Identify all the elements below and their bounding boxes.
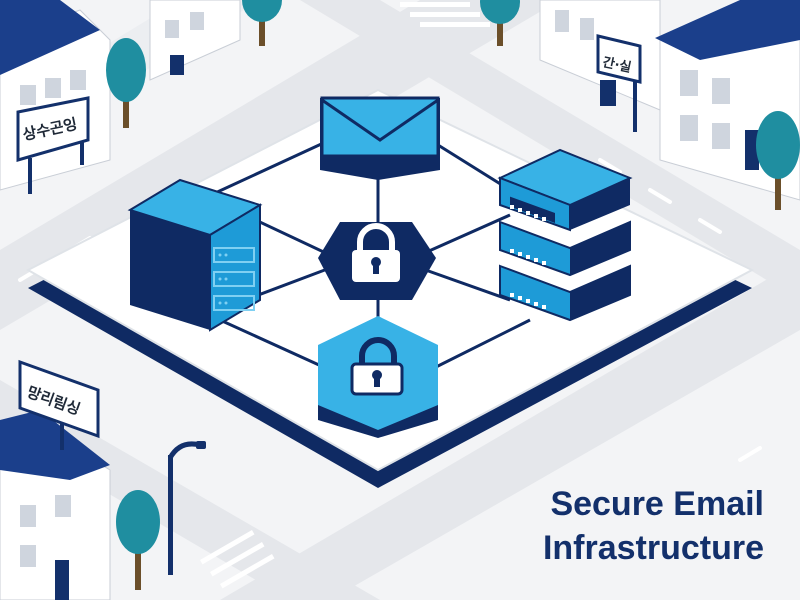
street-lamp (167, 441, 206, 575)
server-rack-icon-right (497, 148, 633, 322)
tree-bottom-left (116, 490, 160, 590)
caption-line-2: Infrastructure (542, 529, 764, 567)
building-bottom-left (0, 410, 111, 600)
envelope-icon (320, 96, 440, 180)
tree-right (756, 111, 800, 210)
sign-bottom-left: 망리림싱 (18, 359, 100, 450)
caption-title: Secure Email Infrastructure (464, 482, 764, 570)
building-top-center (149, 0, 241, 81)
sign-top-left: 상수곤잉 (16, 96, 90, 194)
tree-top-left (106, 38, 146, 128)
tree-top-center (242, 0, 282, 46)
padlock-icon-center (318, 222, 436, 300)
padlock-icon-lower (318, 316, 438, 438)
tree-top-right-1 (480, 0, 520, 46)
sign-top-right-text: 간·실 (601, 54, 633, 76)
caption-line-1: Secure Email (550, 485, 764, 523)
sign-top-right: 간·실 (596, 34, 642, 132)
server-rack-icon-left (127, 178, 263, 332)
